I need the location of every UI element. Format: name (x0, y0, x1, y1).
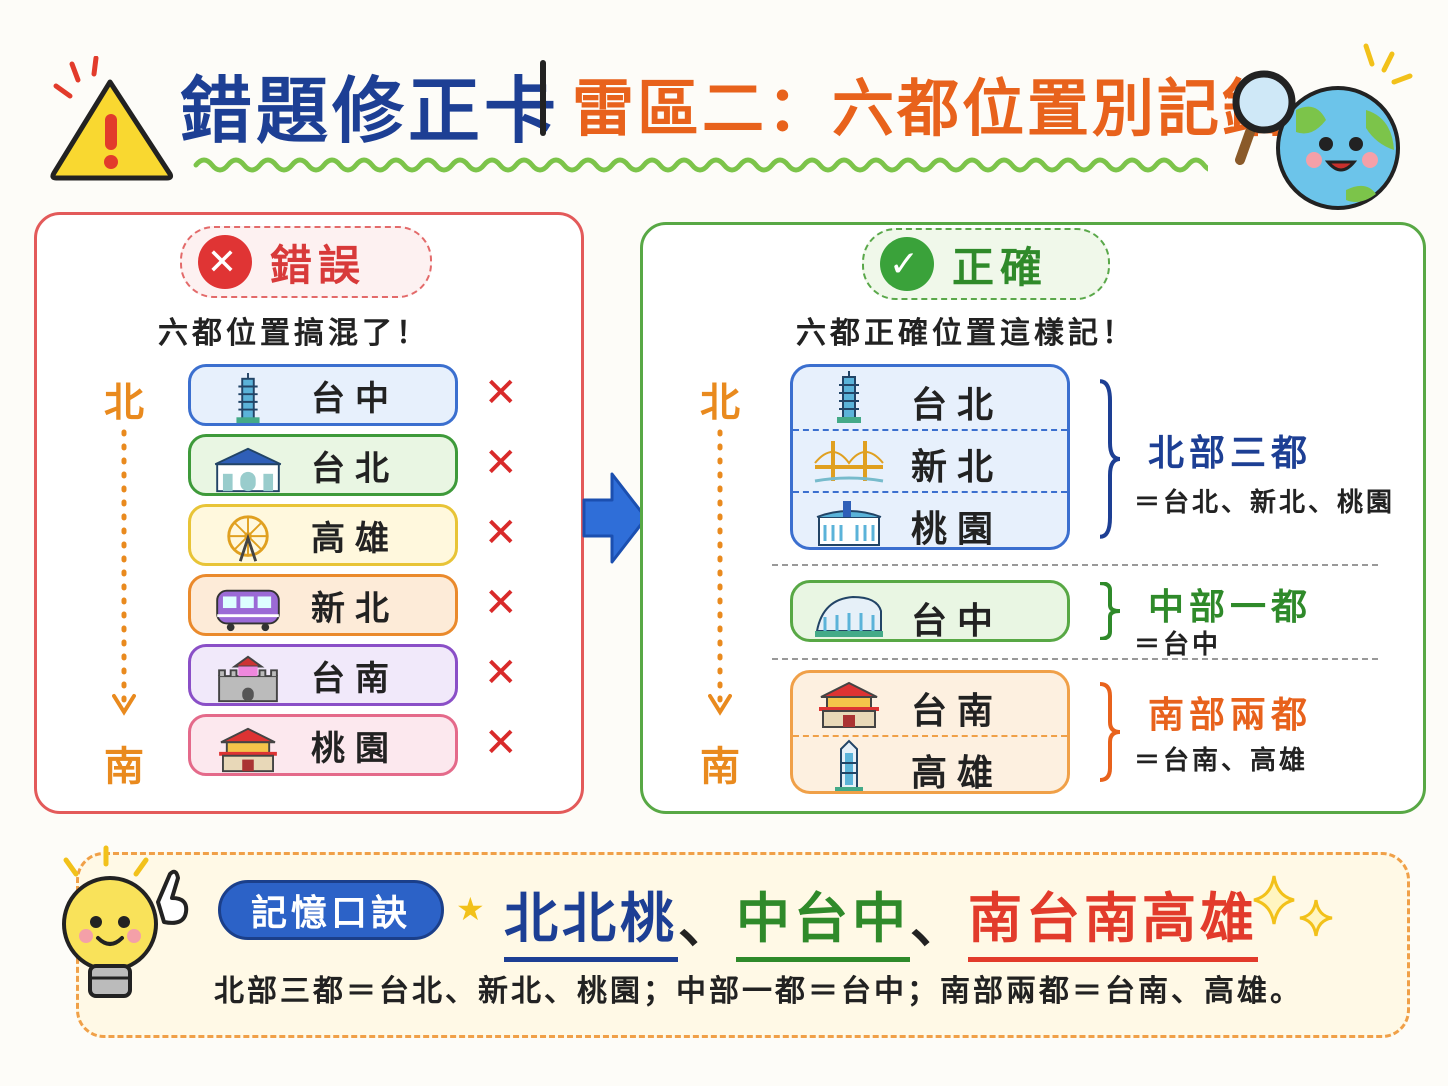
brace-icon (1096, 582, 1124, 640)
wrong-order-row: 台南 (188, 644, 458, 706)
north-to-south-arrow (708, 429, 732, 716)
north-label: 北 (104, 380, 144, 426)
city-name: 高雄 (311, 518, 399, 559)
row-divider (793, 491, 1067, 493)
chiang-kai-shek-gate-icon (213, 443, 283, 495)
city-name: 高雄 (911, 753, 1004, 794)
wavy-underline (193, 157, 1208, 173)
globe-mascot-icon (1232, 43, 1413, 210)
city-name: 新北 (911, 447, 1004, 488)
cross-mark-icon: ✕ (484, 720, 518, 766)
card-title: 錯題修正卡 (180, 69, 561, 153)
north-label: 北 (700, 380, 740, 426)
region-group-box: 台中 (790, 580, 1070, 642)
group-separator (772, 564, 1378, 566)
arrow-right-icon (582, 472, 648, 564)
region-title: 中部一都 (1148, 587, 1313, 628)
tower-85-icon (813, 739, 885, 793)
wrong-order-row: 台中 (188, 364, 458, 426)
ferris-wheel-icon (213, 513, 283, 565)
region-group-box: 台南高雄 (790, 670, 1070, 794)
south-label: 南 (700, 744, 740, 790)
cross-mark-icon: ✕ (484, 370, 518, 416)
region-members: ＝台南、高雄 (1134, 746, 1309, 776)
wrong-order-row: 台北 (188, 434, 458, 496)
city-name: 桃園 (311, 728, 399, 769)
correct-label-text: 正確 (952, 242, 1049, 292)
train-icon (213, 583, 283, 635)
star-icon: ★ (456, 890, 485, 928)
row-divider (793, 735, 1067, 737)
fort-icon (213, 653, 283, 705)
brace-icon (1096, 682, 1124, 782)
city-name: 台北 (911, 385, 1004, 426)
temple-icon (813, 677, 885, 731)
card-subtitle: 雷區二：六都位置別記錯 (572, 72, 1288, 145)
mnemonic-line: 北北桃 、 中台中 、 南台南高雄 (504, 874, 1258, 962)
warning-icon (50, 56, 174, 181)
temple-icon (213, 723, 283, 775)
wrong-order-row: 桃園 (188, 714, 458, 776)
opera-house-icon (813, 587, 885, 641)
mnemonic-separator: 、 (678, 892, 736, 955)
wrong-order-row: 高雄 (188, 504, 458, 566)
taipei-101-icon (213, 373, 283, 425)
lightbulb-mascot-icon (62, 845, 189, 998)
wrong-label: ✕ 錯誤 (180, 226, 432, 298)
mnemonic-separator: 、 (910, 892, 968, 955)
south-label: 南 (104, 744, 144, 790)
cross-mark-icon: ✕ (484, 580, 518, 626)
region-title: 南部兩都 (1148, 695, 1313, 736)
cross-icon: ✕ (198, 235, 252, 289)
sparkle-icon (1253, 875, 1333, 937)
row-divider (793, 429, 1067, 431)
city-name: 台中 (911, 601, 1004, 642)
cross-mark-icon: ✕ (484, 650, 518, 696)
mnemonic-north: 北北桃 (504, 874, 678, 962)
mnemonic-explanation: 北部三都＝台北、新北、桃園；中部一都＝台中；南部兩都＝台南、高雄。 (214, 974, 1303, 1009)
region-group-box: 台北新北桃園 (790, 364, 1070, 550)
check-icon: ✓ (880, 237, 934, 291)
wrong-label-text: 錯誤 (270, 240, 367, 290)
region-members: ＝台北、新北、桃園 (1134, 488, 1396, 518)
cross-mark-icon: ✕ (484, 440, 518, 486)
mnemonic-central: 中台中 (736, 874, 910, 962)
region-title: 北部三都 (1148, 433, 1313, 474)
mnemonic-tag: 記憶口訣 (218, 880, 444, 940)
city-name: 台北 (311, 448, 399, 489)
wrong-subtitle: 六都位置搞混了！ (158, 316, 430, 351)
city-name: 台中 (311, 378, 399, 419)
region-members: ＝台中 (1134, 630, 1222, 660)
title-divider (540, 60, 546, 136)
bridge-icon (813, 433, 885, 487)
correct-subtitle: 六都正確位置這樣記！ (796, 316, 1136, 351)
north-to-south-arrow (112, 429, 136, 716)
airport-icon (813, 495, 885, 549)
taipei-101-icon (813, 371, 885, 425)
correct-label: ✓ 正確 (862, 228, 1110, 300)
mnemonic-south: 南台南高雄 (968, 874, 1258, 962)
wrong-order-row: 新北 (188, 574, 458, 636)
city-name: 桃園 (911, 509, 1004, 550)
city-name: 台南 (311, 658, 399, 699)
cross-mark-icon: ✕ (484, 510, 518, 556)
city-name: 台南 (911, 691, 1004, 732)
brace-icon (1096, 378, 1124, 540)
group-separator (772, 658, 1378, 660)
city-name: 新北 (311, 588, 399, 629)
